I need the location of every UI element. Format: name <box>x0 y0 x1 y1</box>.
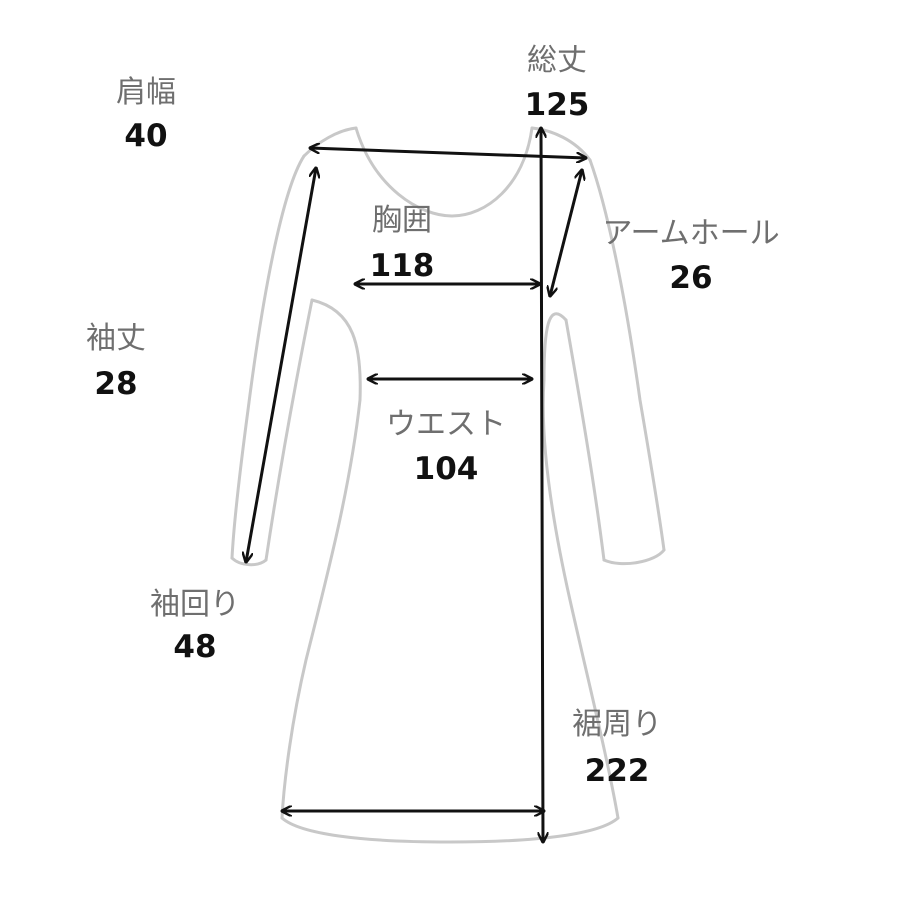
waist-label: ウエスト <box>386 407 506 442</box>
left-sleeve-cuff <box>230 556 268 567</box>
total-length-arrow <box>541 126 543 844</box>
armhole-arrow <box>550 170 582 296</box>
shoulder-width-arrow <box>308 148 588 158</box>
right-sleeve-cuff <box>602 548 666 566</box>
sleeve-circumference-value: 48 <box>173 629 217 665</box>
hem-circumference-value: 222 <box>584 753 650 789</box>
left-shoulder <box>302 126 358 158</box>
hem <box>280 816 620 844</box>
shoulder-width-value: 40 <box>124 118 168 154</box>
right-sleeve-outer <box>588 158 666 552</box>
left-body-side <box>280 298 362 820</box>
neckline <box>354 126 534 218</box>
sleeve-circumference-label: 袖回り <box>150 587 240 622</box>
sleeve-length-label: 袖丈 <box>86 321 146 356</box>
waist-value: 104 <box>413 451 479 487</box>
armhole-value: 26 <box>669 260 713 296</box>
shoulder-width-label: 肩幅 <box>116 75 176 110</box>
hem-circumference-label: 裾周り <box>572 707 662 742</box>
bust-value: 118 <box>369 248 435 284</box>
right-sleeve-inner <box>564 318 606 562</box>
sleeve-length-arrow <box>246 168 316 562</box>
left-sleeve-outer <box>230 154 306 560</box>
total-length-value: 125 <box>524 87 590 123</box>
sleeve-length-value: 28 <box>94 366 138 402</box>
left-sleeve-inner <box>264 298 314 562</box>
measurement-arrows <box>246 126 588 844</box>
right-body-side <box>541 312 620 820</box>
total-length-label: 総丈 <box>527 43 587 78</box>
armhole-label: アームホール <box>602 216 780 251</box>
bust-label: 胸囲 <box>372 203 432 238</box>
